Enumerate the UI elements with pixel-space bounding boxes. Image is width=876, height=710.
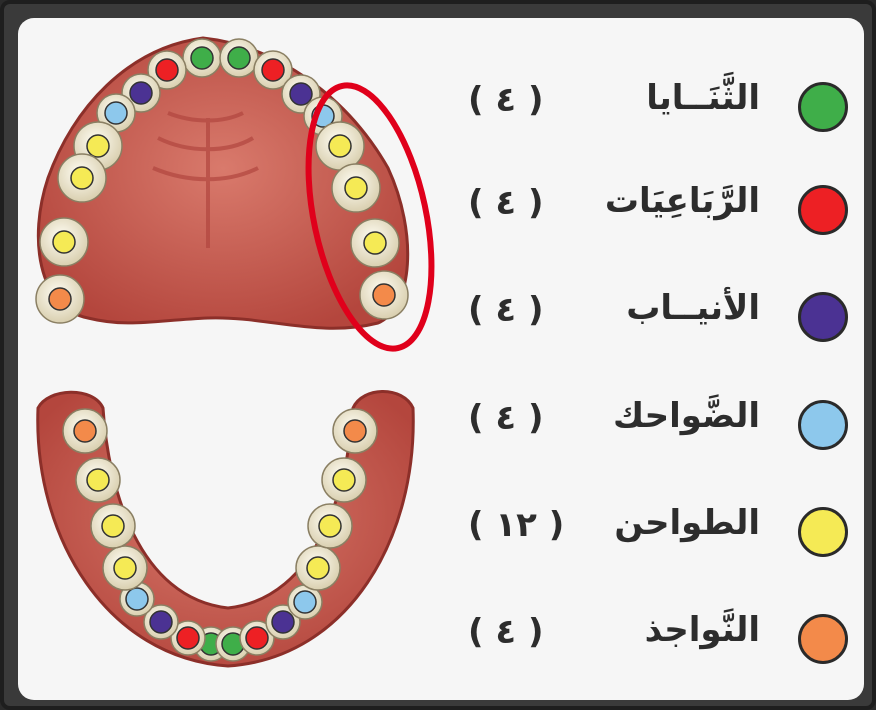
tooth-type-name: النَّواجذ (645, 610, 760, 650)
legend-row-lateral-incisors: الرَّبَاعِيَات ( ٤ ) (458, 173, 858, 243)
lateral-incisor-marker (262, 59, 284, 81)
canine-marker (130, 82, 152, 104)
molar-marker (87, 469, 109, 491)
tooth-type-name: الضَّواحك (613, 396, 760, 436)
tooth-count: ( ١٢ ) (468, 505, 564, 545)
tooth-count: ( ٤ ) (468, 398, 544, 438)
molar-marker (53, 231, 75, 253)
tooth-type-name: الأنيــاب (626, 288, 760, 328)
premolar-marker (294, 591, 316, 613)
molar-marker (319, 515, 341, 537)
molar-marker (329, 135, 351, 157)
molar-marker (307, 557, 329, 579)
incisor-marker (191, 47, 213, 69)
color-dot (798, 292, 848, 342)
color-dot (798, 82, 848, 132)
tooth-count: ( ٤ ) (468, 290, 544, 330)
color-dot (798, 400, 848, 450)
lateral-incisor-marker (246, 627, 268, 649)
premolar-marker (105, 102, 127, 124)
lateral-incisor-marker (177, 627, 199, 649)
tooth-type-name: الطواحن (614, 503, 760, 543)
canine-marker (290, 83, 312, 105)
molar-marker (71, 167, 93, 189)
tooth-type-name: الرَّبَاعِيَات (605, 181, 760, 221)
legend-row-premolars: الضَّواحك ( ٤ ) (458, 388, 858, 458)
molar-marker (364, 232, 386, 254)
color-dot (798, 507, 848, 557)
tooth-count: ( ٤ ) (468, 80, 544, 120)
legend-row-incisors: الثَّنَــايا ( ٤ ) (458, 70, 858, 140)
legend-row-canines: الأنيــاب ( ٤ ) (458, 280, 858, 350)
molar-marker (114, 557, 136, 579)
tooth-type-name: الثَّنَــايا (646, 78, 760, 118)
molar-marker (87, 135, 109, 157)
legend-row-wisdom-teeth: النَّواجذ ( ٤ ) (458, 602, 858, 672)
tooth-count: ( ٤ ) (468, 183, 544, 223)
tooth-count: ( ٤ ) (468, 612, 544, 652)
wisdom-tooth-marker (373, 284, 395, 306)
wisdom-tooth-marker (49, 288, 71, 310)
color-dot (798, 614, 848, 664)
molar-marker (102, 515, 124, 537)
wisdom-tooth-marker (74, 420, 96, 442)
color-dot (798, 185, 848, 235)
premolar-marker (126, 588, 148, 610)
molar-marker (333, 469, 355, 491)
incisor-marker (228, 47, 250, 69)
canine-marker (150, 611, 172, 633)
wisdom-tooth-marker (344, 420, 366, 442)
lateral-incisor-marker (156, 59, 178, 81)
legend-row-molars: الطواحن ( ١٢ ) (458, 495, 858, 565)
content-panel: الثَّنَــايا ( ٤ ) الرَّبَاعِيَات ( ٤ ) … (18, 18, 864, 700)
molar-marker (345, 177, 367, 199)
canine-marker (272, 611, 294, 633)
